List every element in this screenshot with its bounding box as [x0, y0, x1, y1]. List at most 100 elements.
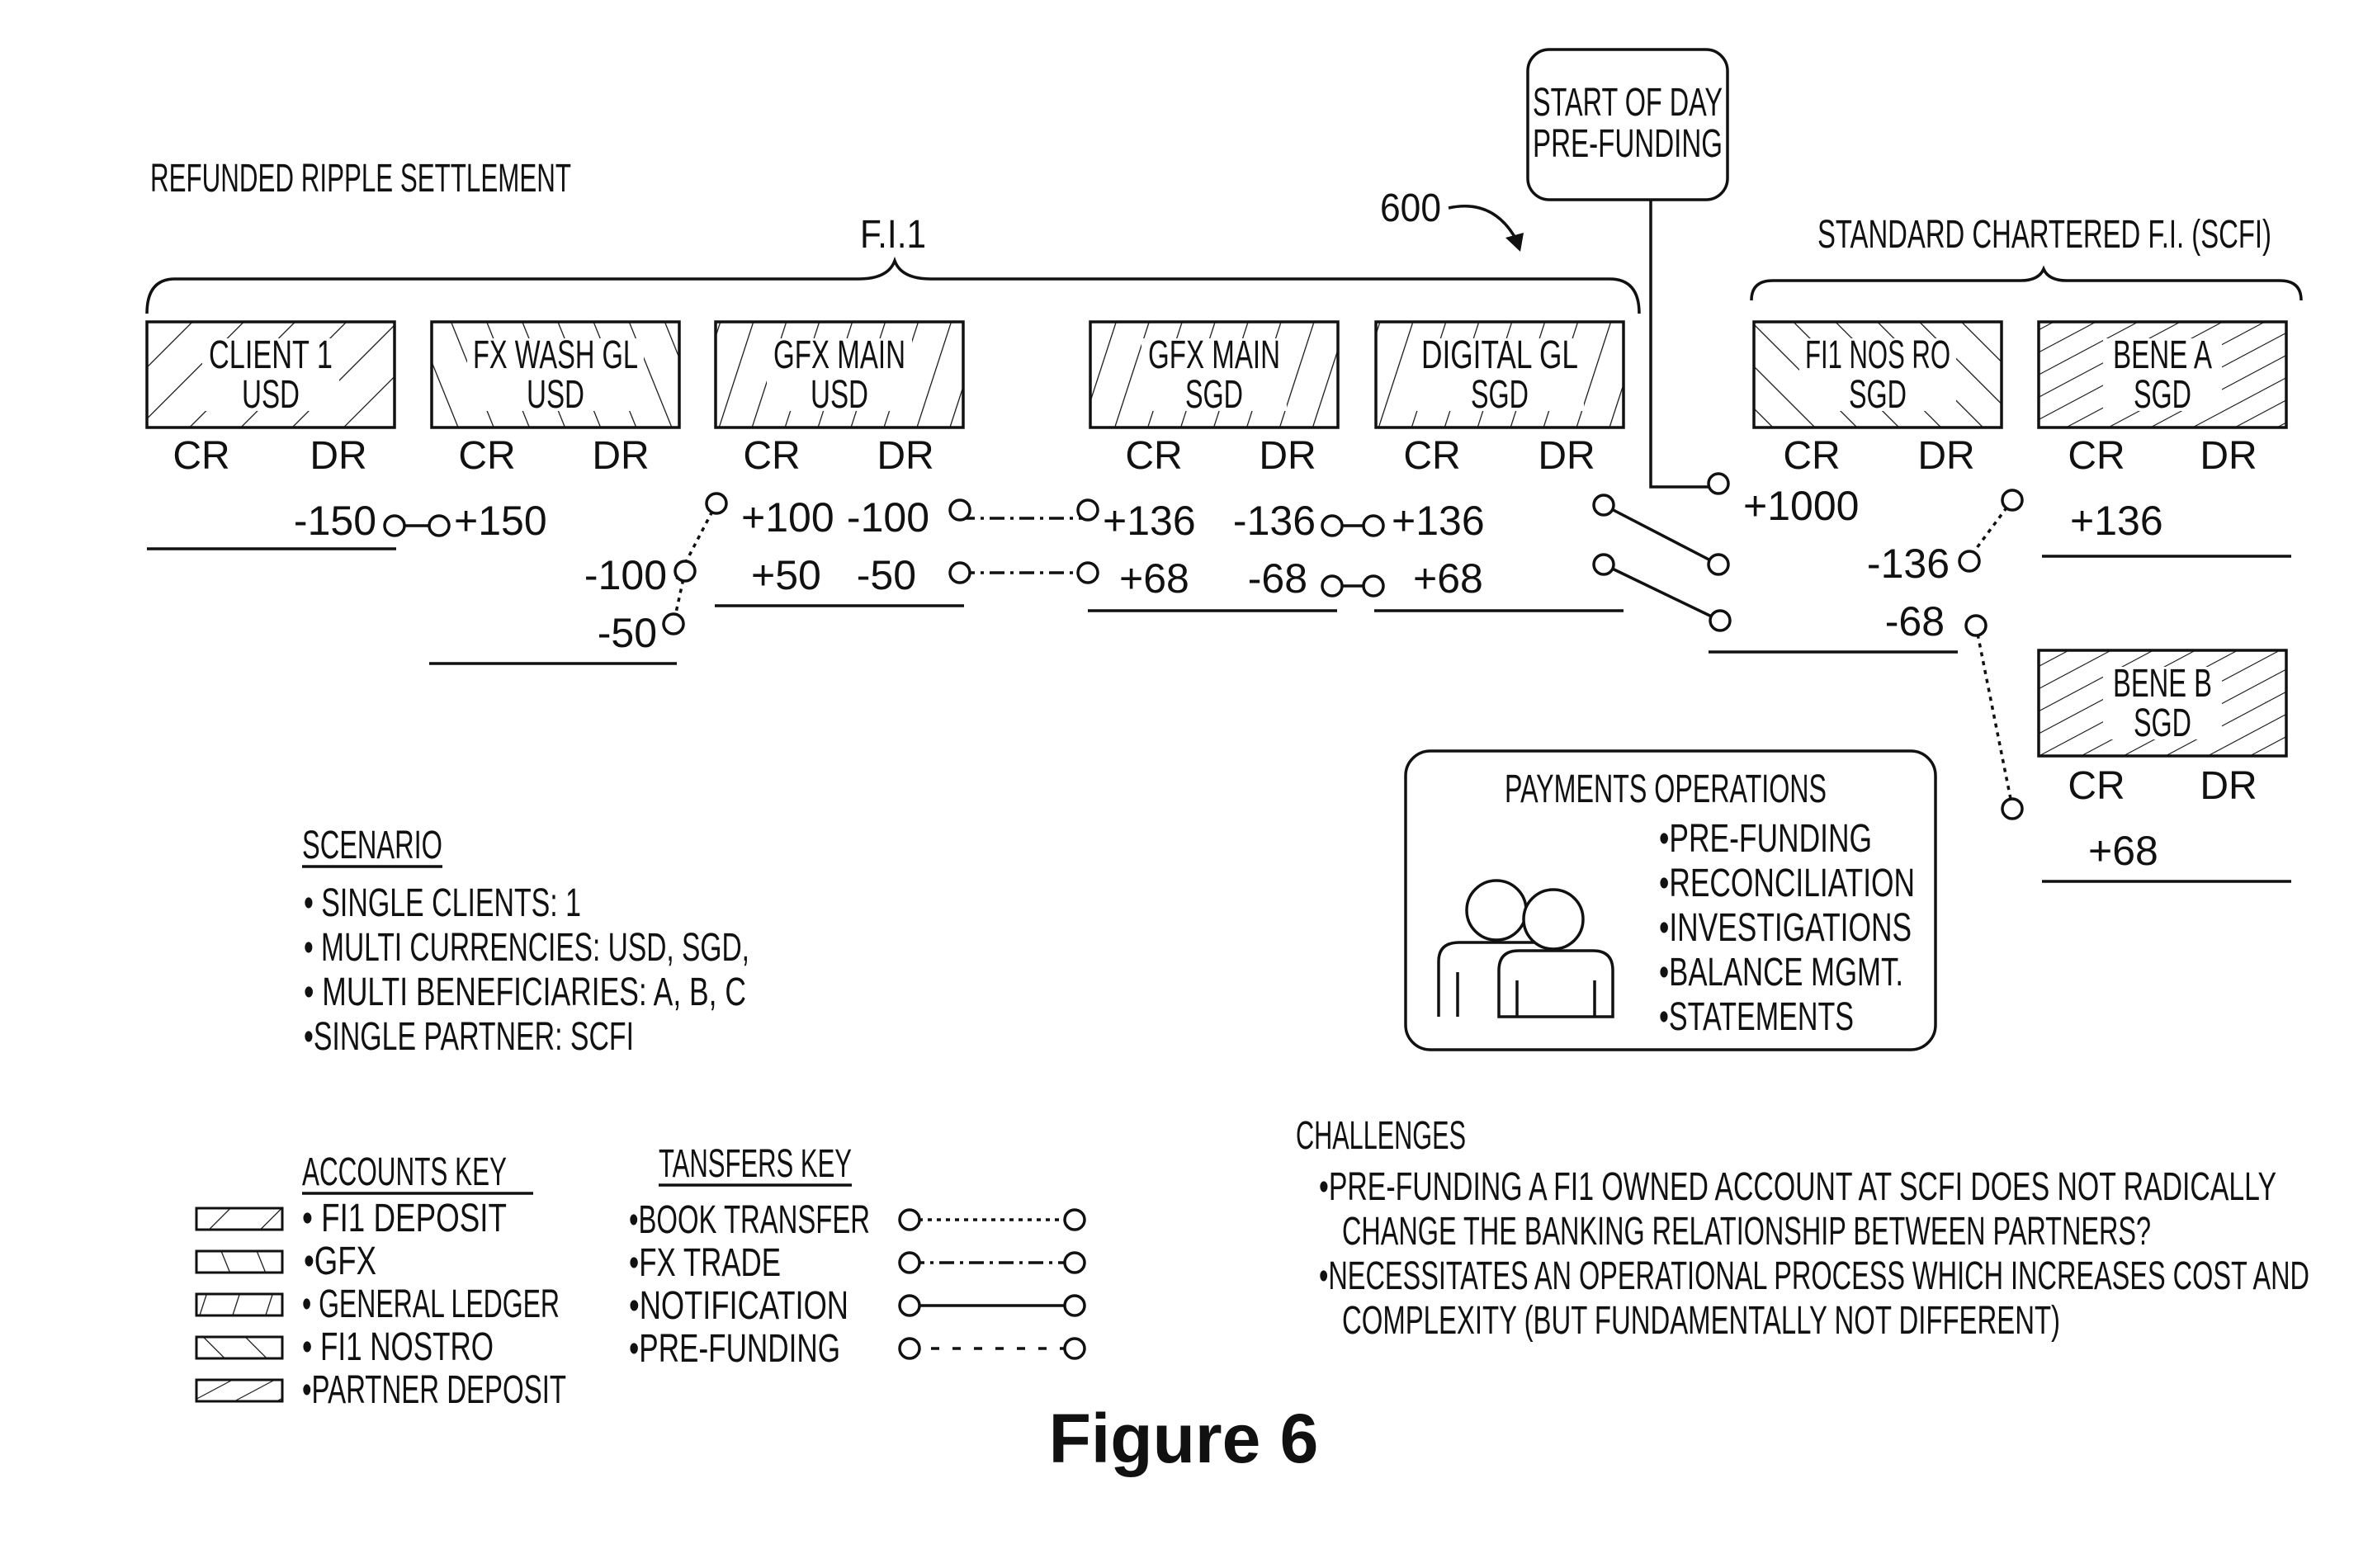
key-sample-notification	[898, 1294, 1086, 1317]
account-bene-b-name: BENE B	[2113, 662, 2212, 706]
col-cr-label: CR	[458, 434, 515, 478]
entry-gfx-sgd-cr-1: +136	[1103, 498, 1196, 544]
scenario-item: • SINGLE CLIENTS: 1	[304, 881, 581, 925]
account-fx-wash-gl-name: FX WASH GL	[473, 333, 638, 377]
start-of-day-line2: PRE-FUNDING	[1533, 122, 1723, 166]
key-sample-book-transfer	[898, 1208, 1086, 1231]
account-digital-gl: DIGITAL GL SGD	[1374, 320, 1625, 429]
accounts-key-title: ACCOUNTS KEY	[302, 1150, 507, 1194]
connector-circles	[383, 472, 2024, 820]
account-gfx-main-sgd-name: GFX MAIN	[1148, 333, 1280, 377]
entry-fxwash-cr: +150	[454, 498, 547, 544]
entry-gfx-usd-dr-1: -100	[847, 494, 929, 541]
key-swatch-fi1-deposit	[195, 1207, 284, 1231]
challenges-line: COMPLEXITY (BUT FUNDAMENTALLY NOT DIFFER…	[1342, 1299, 2060, 1343]
col-dr-label: DR	[2200, 764, 2257, 808]
fx-trade-connectors	[960, 517, 1088, 574]
key-sample-pre-funding	[898, 1337, 1086, 1360]
entry-bene-b-cr: +68	[2088, 828, 2158, 874]
entry-digital-cr-1: +136	[1392, 498, 1485, 544]
account-gfx-main-sgd-currency: SGD	[1185, 373, 1243, 417]
transfers-key-item: •NOTIFICATION	[629, 1284, 848, 1328]
entry-bene-a-cr: +136	[2070, 498, 2163, 544]
account-bene-a-currency: SGD	[2134, 373, 2191, 417]
start-of-day-line1: START OF DAY	[1533, 81, 1723, 125]
payments-item: •PRE-FUNDING	[1659, 817, 1872, 861]
entry-gfx-usd-cr-2: +50	[751, 552, 821, 598]
accounts-key-item: • FI1 DEPOSIT	[302, 1197, 507, 1240]
ledger-entries: -150 +150 -100 -50 +100 +50 -100 -50 +13…	[294, 483, 2163, 874]
challenges-block: CHALLENGES •PRE-FUNDING A FI1 OWNED ACCO…	[1296, 1114, 2309, 1343]
accounts-key: ACCOUNTS KEY • FI1 DEPOSIT •GFX • GENERA…	[195, 1150, 566, 1412]
entry-gfx-usd-dr-2: -50	[857, 552, 916, 598]
account-gfx-main-sgd: GFX MAIN SGD	[1089, 320, 1340, 429]
account-digital-gl-currency: SGD	[1471, 373, 1529, 417]
entry-nostro-dr-2: -68	[1885, 598, 1945, 645]
payments-operations-panel: PAYMENTS OPERATIONS •PRE-FUNDING •RECONC…	[1404, 749, 1937, 1051]
col-dr-label: DR	[1538, 434, 1595, 478]
group-fi1-label: F.I.1	[860, 213, 926, 257]
col-cr-label: CR	[173, 434, 229, 478]
payments-item: •STATEMENTS	[1659, 995, 1854, 1039]
entry-nostro-cr: +1000	[1743, 483, 1859, 529]
transfers-key-item: •BOOK TRANSFER	[629, 1198, 870, 1242]
entry-digital-cr-2: +68	[1413, 555, 1483, 602]
account-bene-a: BENE A SGD	[2037, 320, 2288, 429]
scenario-item: • MULTI CURRENCIES: USD, SGD,	[304, 926, 749, 970]
entry-gfx-usd-cr-1: +100	[741, 494, 834, 541]
key-swatch-fi1-nostro	[195, 1335, 284, 1360]
account-fx-wash-gl: FX WASH GL USD	[430, 320, 681, 429]
col-dr-label: DR	[877, 434, 933, 478]
account-client1-currency: USD	[242, 373, 300, 417]
account-bene-b-currency: SGD	[2134, 701, 2191, 745]
group-scfi-label: STANDARD CHARTERED F.I. (SCFI)	[1817, 213, 2271, 257]
payments-item: •RECONCILIATION	[1659, 862, 1915, 905]
entry-client1-dr: -150	[294, 498, 376, 544]
accounts-key-item: •PARTNER DEPOSIT	[302, 1368, 566, 1412]
transfers-key-item: •PRE-FUNDING	[629, 1327, 840, 1371]
accounts-key-item: • FI1 NOSTRO	[302, 1325, 494, 1369]
entry-fxwash-dr-1: -100	[584, 552, 667, 598]
account-bene-b: BENE B SGD	[2037, 649, 2288, 758]
account-gfx-main-usd: GFX MAIN USD	[714, 320, 965, 429]
entry-gfx-sgd-dr-2: -68	[1248, 555, 1307, 602]
challenges-line: CHANGE THE BANKING RELATIONSHIP BETWEEN …	[1342, 1210, 2151, 1254]
col-dr-label: DR	[592, 434, 649, 478]
scenario-item: • MULTI BENEFICIARIES: A, B, C	[304, 971, 746, 1014]
figure-label: Figure 6	[1049, 1400, 1319, 1477]
accounts-key-item: •GFX	[304, 1240, 376, 1283]
col-cr-label: CR	[2068, 434, 2125, 478]
col-dr-label: DR	[2200, 434, 2257, 478]
account-fx-wash-gl-currency: USD	[527, 373, 584, 417]
account-client1: CLIENT 1 USD	[145, 320, 396, 429]
col-dr-label: DR	[1917, 434, 1974, 478]
account-fi1-nostro: FI1 NOS RO SGD	[1752, 320, 2003, 429]
key-sample-fx-trade	[898, 1251, 1086, 1274]
operators-icon	[1437, 879, 1614, 1018]
entry-fxwash-dr-2: -50	[598, 610, 657, 656]
challenges-line: •PRE-FUNDING A FI1 OWNED ACCOUNT AT SCFI…	[1319, 1165, 2276, 1209]
scenario-title: SCENARIO	[302, 824, 442, 867]
scenario-item: •SINGLE PARTNER: SCFI	[304, 1015, 634, 1059]
reference-arrowhead	[1505, 233, 1524, 252]
col-cr-label: CR	[1125, 434, 1182, 478]
group-fi1-brace	[145, 256, 1641, 314]
key-swatch-gfx	[195, 1249, 284, 1274]
book-transfer-connectors	[672, 498, 2014, 800]
ledger-lines	[147, 547, 2291, 883]
cr-dr-labels: CR DR CR DR CR DR CR DR CR DR CR DR CR D…	[173, 434, 2257, 808]
col-cr-label: CR	[1403, 434, 1460, 478]
transfers-key-title: TANSFERS KEY	[659, 1142, 852, 1186]
challenges-title: CHALLENGES	[1296, 1114, 1466, 1158]
entry-gfx-sgd-cr-2: +68	[1119, 555, 1189, 602]
start-of-day-box	[1526, 48, 1729, 201]
account-gfx-main-usd-currency: USD	[811, 373, 868, 417]
group-scfi-brace	[1750, 265, 2303, 301]
transfers-key: TANSFERS KEY •BOOK TRANSFER •FX TRADE •N…	[629, 1142, 1086, 1371]
col-dr-label: DR	[310, 434, 366, 478]
account-fi1-nostro-name: FI1 NOS RO	[1805, 333, 1950, 377]
col-dr-label: DR	[1259, 434, 1316, 478]
key-swatch-general-ledger	[195, 1292, 284, 1317]
accounts-key-item: • GENERAL LEDGER	[302, 1282, 560, 1326]
